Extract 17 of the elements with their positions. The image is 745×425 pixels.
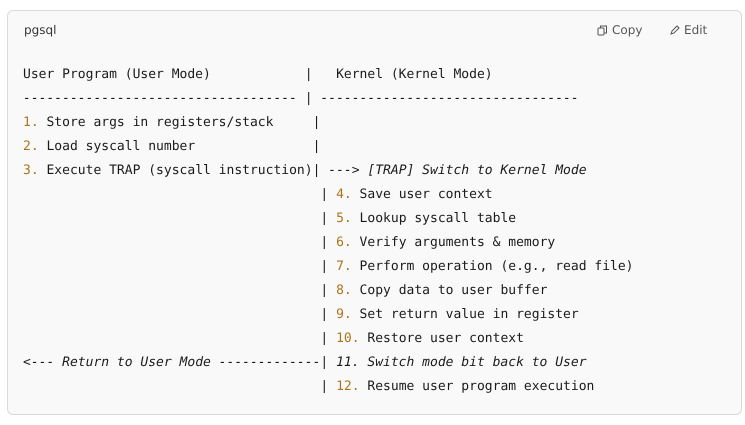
code-line: ----------------------------------- | --------------------------------- — [23, 91, 579, 107]
edit-button: Edit — [665, 21, 712, 39]
language-label: pgsql — [24, 23, 56, 37]
code-line: User Program (User Mode) | Kernel (Kernel Mode) — [23, 67, 493, 83]
code-line: | 7. Perform operation (e.g., read file) — [319, 259, 634, 275]
code-line: | 12. Resume user program execution — [319, 379, 594, 395]
copy-button: Copy — [593, 21, 646, 39]
code-line: | 9. Set return value in register — [319, 307, 579, 323]
code-line: | 5. Lookup syscall table — [319, 211, 516, 227]
code-line: 2. Load syscall number | — [23, 139, 320, 155]
code-line: | 4. Save user context — [319, 187, 493, 203]
code-line: <--- Return to User Mode -------------| 11. Switch mode bit back to User — [23, 355, 587, 371]
code-line: | 8. Copy data to user buffer — [319, 283, 548, 299]
code-line: 3. Execute TRAP (syscall instruction)| ---> [TRAP] Switch to Kernel Mode — [23, 163, 587, 179]
code-line: | 6. Verify arguments & memory — [319, 235, 556, 251]
code-line: | 10. Restore user context — [319, 331, 524, 347]
code-line: 1. Store args in registers/stack | — [23, 115, 320, 131]
